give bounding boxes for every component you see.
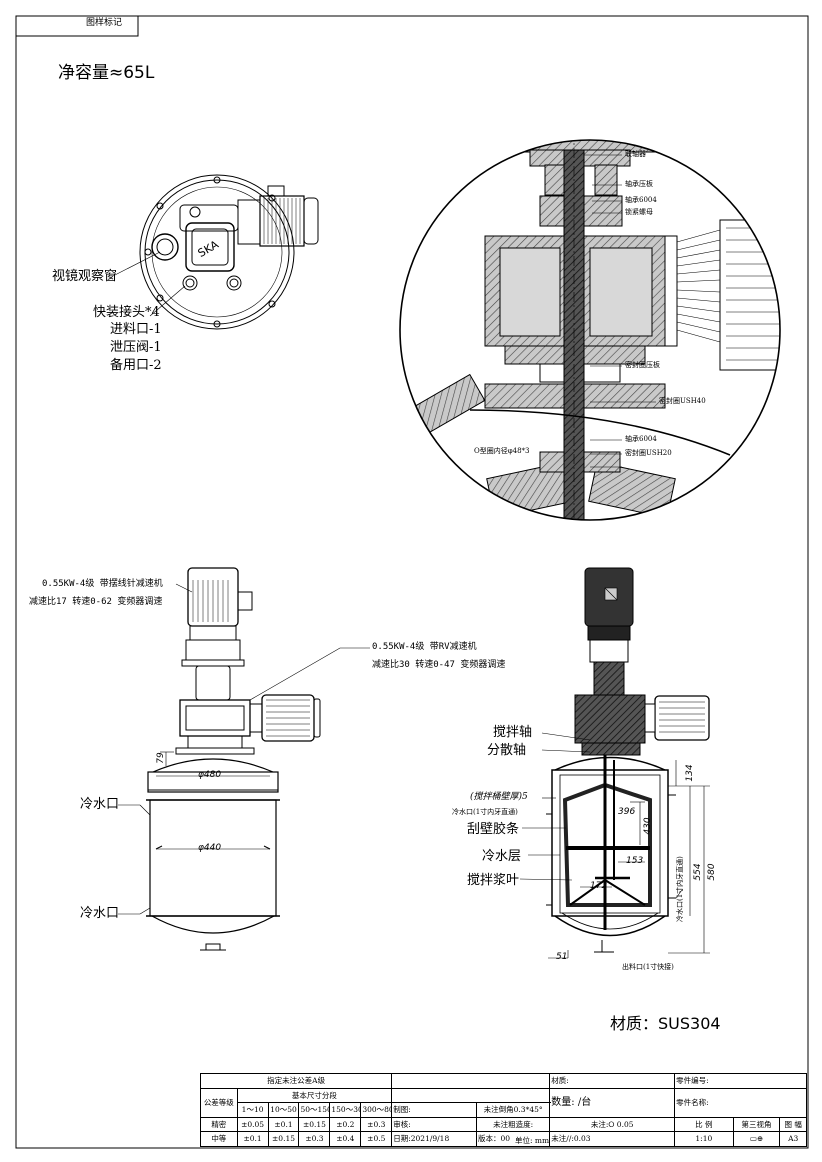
bearing-plate-label: 轴承压板 [625, 180, 653, 188]
range-5: 300～800 [360, 1102, 393, 1118]
cooling-port-right-label: 冷水口(1寸内牙直通) [675, 856, 684, 922]
sheet-value: A3 [779, 1131, 807, 1147]
seal-us40-label: 密封圈USH40 [659, 397, 706, 405]
medium-label: 中等 [200, 1131, 238, 1147]
medium-5: ±0.5 [360, 1131, 393, 1147]
dim-134: 134 [685, 764, 695, 781]
seal-us20-label: 密封圈USH20 [625, 449, 672, 457]
medium-1: ±0.1 [236, 1131, 269, 1147]
dim-440: φ440 [198, 843, 222, 853]
medium-2: ±0.15 [267, 1131, 300, 1147]
title-block: 指定未注公差A级 材质: 零件编号: 公差等级 基本尺寸分段 数量: /台 零件… [199, 1073, 807, 1147]
lock-nut-label: 锁紧螺母 [625, 208, 653, 216]
motor1-spec-line1: 0.55KW-4级 带摆线针减速机 [42, 579, 163, 589]
nameplate-logo: SKA [196, 238, 222, 260]
tolerance-grade-label: 公差等级 [200, 1087, 238, 1118]
dim-51: 51 [556, 952, 568, 962]
basic-size-label: 基本尺寸分段 [236, 1087, 393, 1104]
coupling-label: 联轴器 [625, 150, 646, 158]
precision-1: ±0.05 [236, 1116, 269, 1133]
scale-value: 1:10 [674, 1131, 734, 1147]
scraper-strip-label: 刮壁胶条 [467, 822, 520, 837]
oring-label: O型圈内径φ48*3 [474, 447, 530, 455]
precision-4: ±0.2 [329, 1116, 362, 1133]
wall-thickness-label: (搅拌桶壁厚)5 [470, 792, 528, 802]
dim-580: 580 [707, 863, 717, 880]
precision-3: ±0.15 [298, 1116, 331, 1133]
dispersing-shaft-label: 分散轴 [487, 743, 527, 758]
feed-port-label: 进料口-1 [110, 322, 162, 337]
cooling-inlet-bottom-label: 冷水口 [80, 906, 120, 921]
medium-4: ±0.4 [329, 1131, 362, 1147]
roughness-field: 未注粗造度: [475, 1116, 551, 1133]
precision-label: 精密 [200, 1116, 238, 1133]
bearing-6004-top-label: 轴承6004 [625, 196, 657, 204]
motor2-spec-line2: 减速比30 转速0-47 变频器调速 [372, 660, 506, 670]
precision-2: ±0.1 [267, 1116, 300, 1133]
relief-valve-label: 泄压阀-1 [110, 340, 162, 355]
seal-plate-label: 密封圈压板 [625, 361, 660, 369]
dim-480: φ480 [198, 770, 222, 780]
sight-glass [151, 233, 179, 261]
quantity-field: 数量: /台 [549, 1087, 676, 1118]
range-2: 10～50 [267, 1102, 300, 1118]
part-no-field: 零件编号: [674, 1073, 807, 1089]
section-vessel-outer [551, 769, 669, 917]
sheet-label: 图 幅 [779, 1116, 807, 1133]
unit-field: 单位: mm [515, 1136, 550, 1145]
projection-symbol: ▭⊕ [732, 1131, 781, 1147]
quick-connector-label: 快装接头*4 [93, 305, 160, 320]
dim-554: 554 [693, 863, 703, 880]
bearing-6004-bottom-label: 轴承6004 [625, 435, 657, 443]
scale-label: 比 例 [674, 1116, 734, 1133]
review-field: 审核: [391, 1116, 477, 1133]
left-vessel-body [149, 799, 277, 917]
material-field: 材质: [549, 1073, 676, 1089]
date-field: 日期:2021/9/18 [391, 1131, 477, 1147]
agitator-shaft-label: 搅拌轴 [493, 725, 533, 740]
dim-172: 172 [590, 881, 608, 891]
discharge-port-label: 出料口(1寸快接) [622, 963, 674, 971]
range-1: 1～10 [236, 1102, 269, 1118]
flatness-field: 未注:⭘ 0.05 [549, 1116, 676, 1133]
part-name-field: 零件名称: [674, 1087, 807, 1118]
header-tag: 图样标记 [86, 18, 123, 28]
dim-79: 79 [156, 752, 166, 764]
material-label: 材质：SUS304 [610, 1014, 721, 1033]
paddle-label: 搅拌浆叶 [467, 873, 520, 888]
drawing-field: 制图: [391, 1102, 477, 1118]
sight-glass-label: 视镜观察窗 [52, 269, 118, 284]
top-gearbox [237, 199, 261, 245]
top-view [112, 174, 319, 330]
dim-430: 430 [643, 817, 653, 834]
dim-153: 153 [626, 856, 644, 866]
precision-5: ±0.3 [360, 1116, 393, 1133]
parallel-field: 未注//:0.03 [549, 1131, 676, 1147]
left-assembly [118, 567, 370, 951]
detail-circle [399, 139, 781, 521]
range-4: 150～300 [329, 1102, 362, 1118]
motor2-spec-line1: 0.55KW-4级 带RV减速机 [372, 642, 477, 652]
medium-3: ±0.3 [298, 1131, 331, 1147]
version-field: 版本：00 [475, 1131, 551, 1147]
section-assembly [519, 567, 710, 959]
range-3: 50～150 [298, 1102, 331, 1118]
motor1-spec-line2: 减速比17 转速0-62 变频器调速 [29, 597, 163, 607]
spare-port-label: 备用口-2 [110, 358, 162, 373]
net-volume: 净容量≈65L [58, 63, 155, 83]
cooling-layer-label: 冷水层 [482, 849, 522, 864]
drawing-frame [15, 15, 809, 1149]
tolerance-title: 指定未注公差A级 [199, 1073, 393, 1089]
detail-view [400, 140, 780, 520]
section-motor-side [654, 695, 710, 741]
cooling-port-left-label: 冷水口(1寸内牙直通) [452, 808, 518, 816]
header-tag-box [15, 15, 139, 37]
chamfer-field: 未注倒角0.3*45° [475, 1102, 551, 1118]
projection-label: 第三视角 [732, 1116, 781, 1133]
cooling-inlet-top-label: 冷水口 [80, 797, 120, 812]
dim-396: 396 [618, 807, 636, 817]
